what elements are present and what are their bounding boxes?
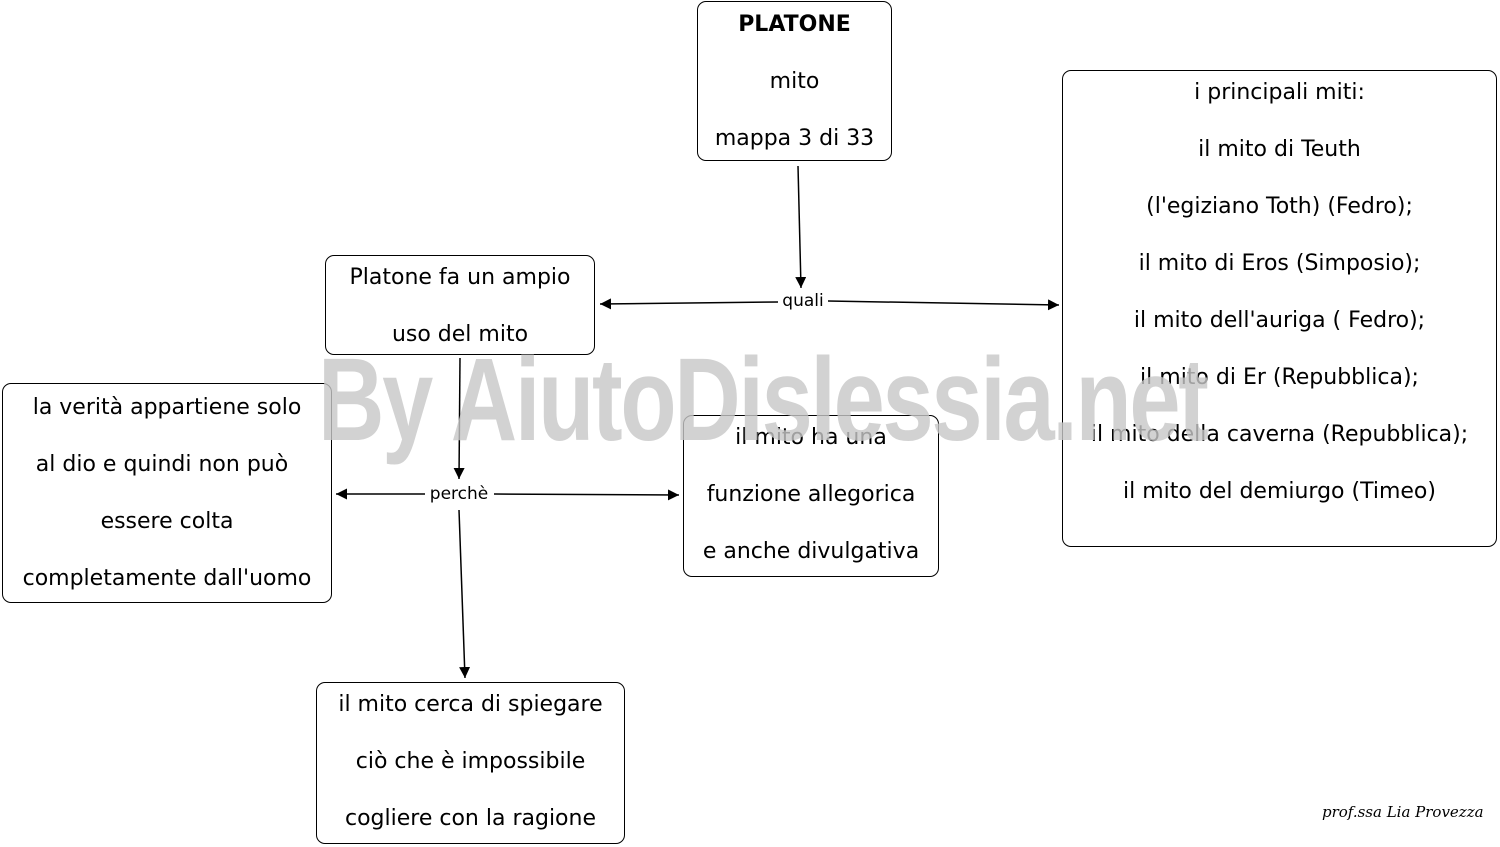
node-verita-line: essere colta xyxy=(100,509,234,534)
node-funzione-line: e anche divulgativa xyxy=(702,539,920,564)
node-principali-miti-line: il mito di Eros (Simposio); xyxy=(1138,251,1421,276)
node-principali-miti-line: (l'egiziano Toth) (Fedro); xyxy=(1146,194,1413,219)
node-platone[interactable]: PLATONE mito mappa 3 di 33 xyxy=(697,1,892,161)
node-verita-line: al dio e quindi non può xyxy=(35,452,289,477)
node-verita[interactable]: la verità appartiene solo al dio e quind… xyxy=(2,383,332,603)
link-quali-principali-miti xyxy=(827,299,1060,311)
node-ampio-uso-line: uso del mito xyxy=(391,322,529,347)
node-spiegare[interactable]: il mito cerca di spiegare ciò che è impo… xyxy=(316,682,625,844)
node-spiegare-line: ciò che è impossibile xyxy=(355,749,586,774)
link-quali-ampio-uso xyxy=(599,298,779,310)
node-principali-miti-line: i principali miti: xyxy=(1194,80,1365,105)
node-funzione-line: il mito ha una xyxy=(735,425,887,450)
node-principali-miti-line: il mito di Er (Repubblica); xyxy=(1140,365,1419,390)
node-principali-miti-line: il mito dell'auriga ( Fedro); xyxy=(1133,308,1426,333)
link-perche-funzione xyxy=(493,489,680,501)
link-perche-spiegare xyxy=(458,509,471,679)
node-funzione[interactable]: il mito ha una funzione allegorica e anc… xyxy=(683,415,939,577)
node-principali-miti-line: il mito del demiurgo (Timeo) xyxy=(1123,479,1436,504)
link-label-perche: perchè xyxy=(426,484,492,504)
node-spiegare-line: il mito cerca di spiegare xyxy=(338,692,603,717)
node-ampio-uso[interactable]: Platone fa un ampio uso del mito xyxy=(325,255,595,355)
node-platone-line: mito xyxy=(769,69,820,94)
node-verita-line: la verità appartiene solo xyxy=(32,395,302,420)
node-principali-miti-line: il mito della caverna (Repubblica); xyxy=(1090,422,1469,447)
node-principali-miti-line: il mito di Teuth xyxy=(1198,137,1361,162)
node-ampio-uso-line: Platone fa un ampio xyxy=(349,265,571,290)
node-spiegare-line: cogliere con la ragione xyxy=(345,806,596,831)
node-funzione-line: funzione allegorica xyxy=(706,482,916,507)
author-signature: prof.ssa Lia Provezza xyxy=(1322,803,1484,821)
node-principali-miti[interactable]: i principali miti: il mito di Teuth (l'e… xyxy=(1062,70,1497,547)
node-platone-line: PLATONE xyxy=(738,12,851,37)
link-ampio-uso-perche xyxy=(453,357,465,480)
link-platone-quali xyxy=(795,165,807,289)
link-label-quali: quali xyxy=(779,291,827,311)
node-verita-line: completamente dall'uomo xyxy=(22,566,312,591)
node-platone-line: mappa 3 di 33 xyxy=(714,126,875,151)
